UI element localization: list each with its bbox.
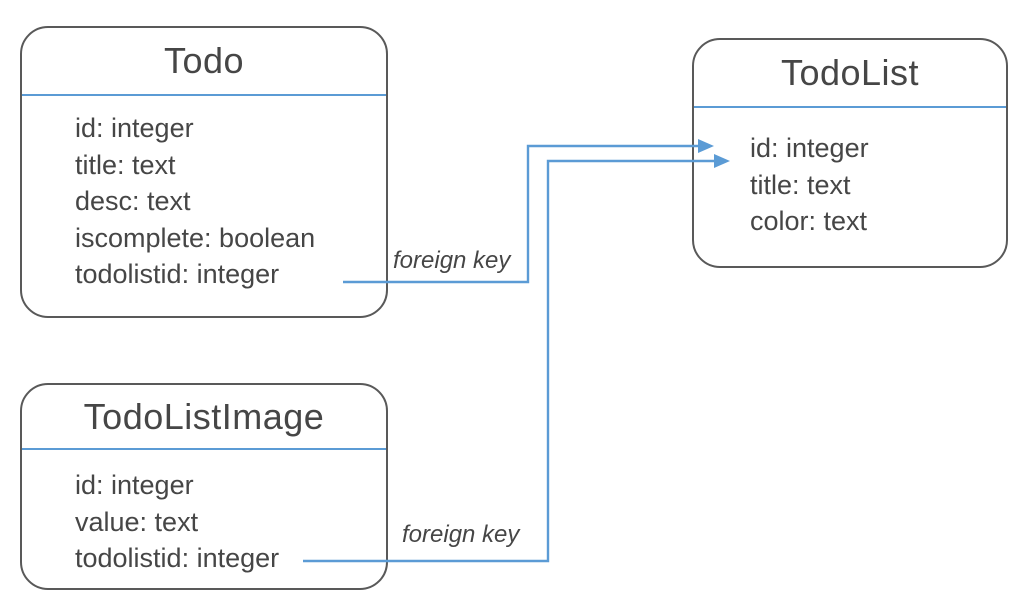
- entity-todolist[interactable]: TodoList id: integer title: text color: te…: [692, 38, 1008, 268]
- entity-title: Todo: [22, 28, 386, 96]
- field-row: todolistid: integer: [75, 543, 280, 574]
- entity-todolistimage[interactable]: TodoListImage id: integer value: text todo…: [20, 383, 388, 590]
- foreign-key-label: foreign key: [402, 521, 520, 548]
- field-row: desc: text: [75, 186, 191, 217]
- field-row: title: text: [75, 149, 176, 180]
- field-list: id: integer title: text color: text: [694, 108, 1006, 240]
- field-row: id: integer: [75, 470, 194, 500]
- field-row: iscomplete: boolean: [75, 222, 316, 253]
- field-row: title: text: [750, 169, 851, 200]
- entity-todo[interactable]: Todo id: integer title: text desc: text isc…: [20, 26, 388, 318]
- foreign-key-label: foreign key: [393, 247, 511, 274]
- field-row: id: integer: [750, 133, 869, 163]
- entity-title: TodoListImage: [22, 385, 386, 450]
- field-row: todolistid: integer: [75, 259, 280, 290]
- field-list: id: integer title: text desc: text iscomple…: [22, 96, 386, 293]
- field-list: id: integer value: text todolistid: intege…: [22, 450, 386, 577]
- entity-title: TodoList: [694, 40, 1006, 108]
- field-row: value: text: [75, 506, 199, 537]
- field-row: id: integer: [75, 113, 194, 143]
- field-row: color: text: [750, 206, 868, 237]
